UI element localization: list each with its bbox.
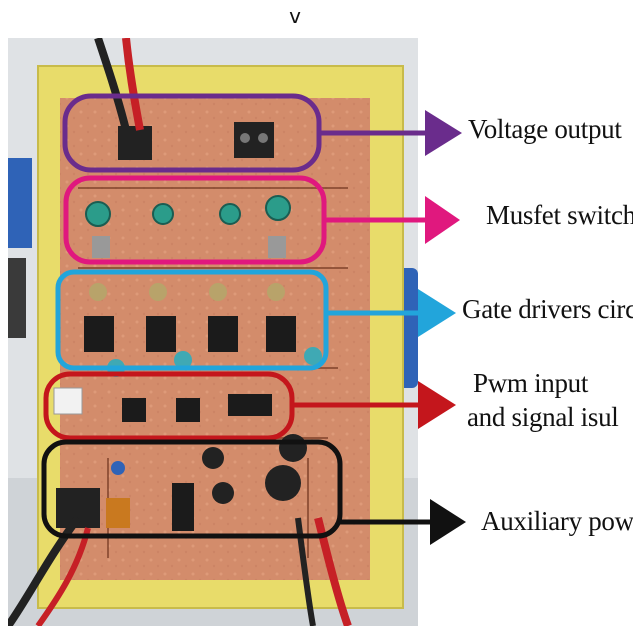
- label-pwm-input-line2: and signal isul: [467, 402, 619, 432]
- label-voltage-output: Voltage output: [468, 114, 622, 144]
- label-auxiliary-power: Auxiliary pow: [481, 506, 633, 536]
- label-musfet-switch: Musfet switch: [486, 200, 633, 230]
- label-gate-drivers: Gate drivers circ: [462, 294, 633, 324]
- circuit-board-photo: [8, 38, 418, 626]
- circuit-board-illustration: [8, 38, 418, 626]
- top-letter: v: [289, 4, 301, 28]
- auxiliary-power-box: [41, 439, 343, 539]
- label-pwm-input-line1: Pwm input: [473, 368, 589, 398]
- gate-drivers-box: [55, 269, 329, 371]
